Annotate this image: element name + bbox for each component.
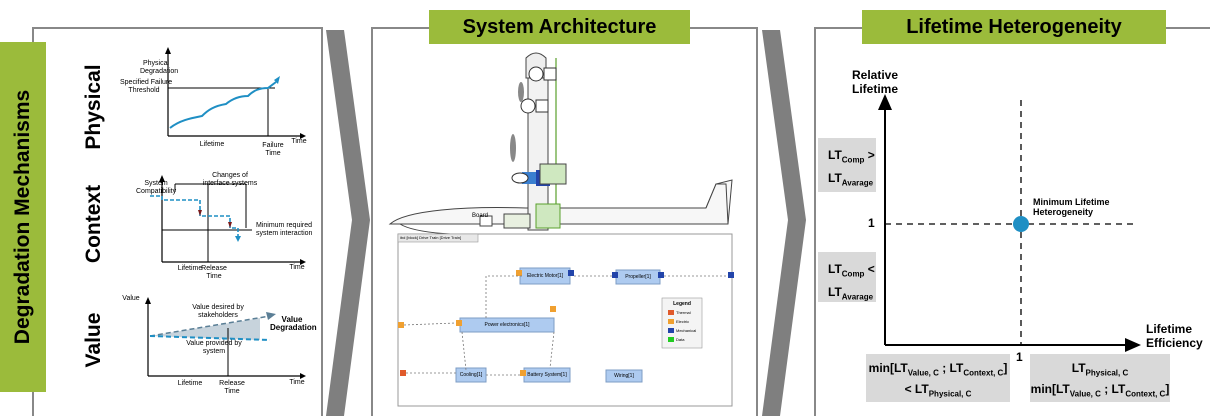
bottom-right-condition-box: LTPhysical, C min[LTValue, C ; LTContext… — [1030, 354, 1170, 402]
context-row-label: Context — [82, 184, 105, 264]
block-propeller: Propeller[1] — [625, 274, 651, 280]
context-compatibility-chart — [150, 175, 306, 265]
value-row-label: Value — [82, 312, 105, 368]
ibd-diagram-header: ibd [block] Drive Train [Drive Train] — [400, 235, 462, 240]
lifetime-heterogeneity-chart — [878, 94, 1141, 352]
y-tick-1: 1 — [868, 216, 875, 230]
board-label: Board — [471, 213, 488, 219]
block-electric-motor: Electric Motor[1] — [526, 273, 564, 279]
legend-item-data: Data — [676, 337, 685, 342]
degradation-side-bar — [0, 42, 46, 392]
physical-row-label: Physical — [82, 64, 105, 150]
upper-condition-box: LTComp > LTAvarage — [818, 138, 876, 192]
value-time-axis-label: Time — [289, 379, 305, 386]
legend-item-electric: Electric — [676, 319, 690, 324]
physical-lifetime-label: Lifetime — [199, 141, 225, 148]
block-cooling: Cooling[1] — [459, 372, 483, 378]
aircraft-architecture-drawing — [388, 52, 734, 407]
physical-degradation-chart — [165, 47, 306, 139]
value-lifetime-label: Lifetime — [177, 380, 203, 387]
lower-condition-box: LTComp < LTAvarage — [818, 252, 876, 302]
physical-time-axis-label: Time — [291, 138, 307, 145]
context-time-axis-label: Time — [289, 264, 305, 271]
value-degradation-chart — [145, 297, 306, 379]
block-battery-system: Battery System[1] — [527, 372, 567, 378]
legend-title: Legend — [673, 301, 691, 307]
legend-item-mechanical: Mechanical — [676, 328, 697, 333]
degradation-mechanisms-title: Degradation Mechanisms — [11, 89, 34, 345]
x-tick-1: 1 — [1016, 350, 1023, 364]
lifetime-heterogeneity-title: Lifetime Heterogeneity — [862, 10, 1166, 44]
bottom-left-condition-box: min[LTValue, C ; LTContext, C] < LTPhysi… — [866, 354, 1010, 402]
block-wiring: Wiring[1] — [614, 373, 634, 379]
system-architecture-title: System Architecture — [429, 10, 690, 44]
legend-item-thermal: Thermal — [676, 310, 691, 315]
context-lifetime-label: Lifetime — [177, 265, 203, 272]
block-power-electronics: Power electronics[1] — [484, 322, 530, 328]
value-ylabel: Value — [122, 295, 140, 302]
